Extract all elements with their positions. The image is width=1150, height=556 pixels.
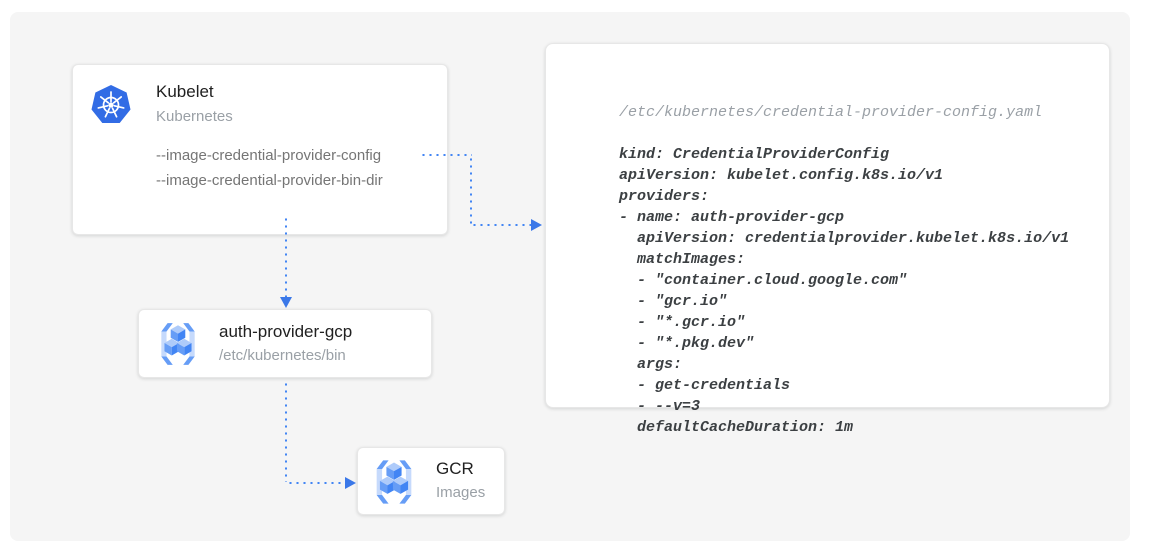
flag-image-credential-provider-config: --image-credential-provider-config [156, 147, 382, 164]
credential-provider-config-panel: /etc/kubernetes/credential-provider-conf… [545, 43, 1110, 436]
yaml-file-path: /etc/kubernetes/credential-provider-conf… [619, 104, 1043, 121]
auth-provider-gcp-node: auth-provider-gcp /etc/kubernetes/bin [138, 309, 432, 378]
arrowhead-right-icon [345, 477, 356, 489]
gcr-node: GCR Images [357, 447, 505, 515]
connector-segment [285, 216, 287, 298]
auth-provider-gcp-path: /etc/kubernetes/bin [219, 347, 346, 364]
connector-segment [285, 381, 287, 482]
connector-segment [287, 482, 346, 484]
kubelet-flags: --image-credential-provider-config --ima… [156, 143, 383, 193]
auth-provider-gcp-title: auth-provider-gcp [219, 322, 353, 341]
arrowhead-right-icon [531, 219, 542, 231]
connector-segment [420, 154, 472, 156]
container-registry-icon [368, 456, 420, 508]
kubelet-node: Kubelet Kubernetes --image-credential-pr… [72, 64, 448, 235]
yaml-code: kind: CredentialProviderConfig apiVersio… [619, 146, 1070, 436]
container-registry-icon [153, 319, 203, 369]
kubernetes-icon [89, 83, 133, 127]
gcr-subtitle: Images [436, 484, 486, 501]
kubelet-subtitle: Kubernetes [156, 108, 233, 125]
gcr-title: GCR [436, 459, 474, 478]
flag-image-credential-provider-bin-dir: --image-credential-provider-bin-dir [156, 172, 383, 189]
connector-segment [470, 156, 472, 225]
connector-segment [471, 224, 532, 226]
arrowhead-down-icon [280, 297, 292, 308]
kubelet-title: Kubelet [156, 82, 214, 101]
